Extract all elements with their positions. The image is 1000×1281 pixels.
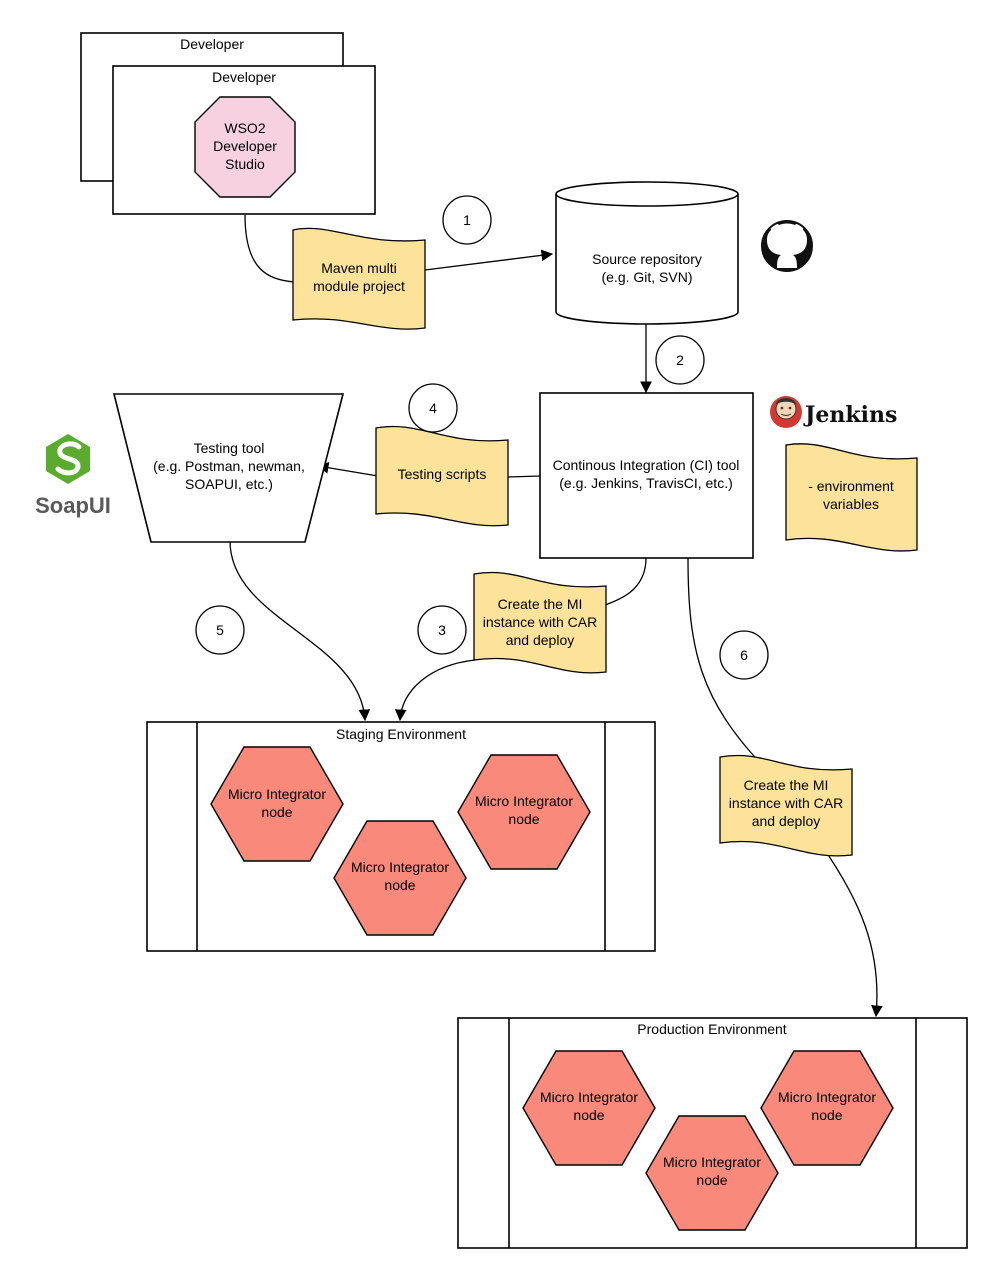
production-node-2-line-2: node: [696, 1172, 727, 1188]
create-mi-prod-line-3: and deploy: [752, 813, 821, 829]
step-6: 6: [719, 630, 769, 680]
production-node-3: Micro Integrator node: [760, 1050, 894, 1166]
step-2-label: 2: [676, 352, 684, 368]
step-5: 5: [195, 605, 245, 655]
soapui-wordmark: SoapUI: [35, 493, 111, 518]
staging-node-2-line-1: Micro Integrator: [351, 859, 449, 875]
soapui-logo: SoapUI: [35, 434, 111, 518]
create-mi-prod-line-2: instance with CAR: [729, 795, 843, 811]
create-mi-production-note: Create the MI instance with CAR and depl…: [719, 754, 853, 857]
studio-line-3: Studio: [225, 156, 265, 172]
staging-node-3-line-1: Micro Integrator: [475, 793, 573, 809]
create-mi-staging-note: Create the MI instance with CAR and depl…: [473, 571, 607, 674]
production-node-2-line-1: Micro Integrator: [663, 1154, 761, 1170]
ci-line-1: Continous Integration (CI) tool: [553, 457, 740, 473]
connector-testing-staging: [229, 540, 371, 722]
env-variables-note: - environment variables: [785, 443, 918, 552]
production-node-3-line-1: Micro Integrator: [778, 1089, 876, 1105]
maven-project-note: Maven multi module project: [292, 227, 426, 330]
staging-environment: Staging Environment Micro Integrator nod…: [146, 721, 656, 952]
production-node-1: Micro Integrator node: [522, 1050, 656, 1166]
production-node-3-line-2: node: [811, 1107, 842, 1123]
testing-line-2: (e.g. Postman, newman,: [153, 458, 305, 474]
studio-line-2: Developer: [213, 138, 277, 154]
testing-scripts-note: Testing scripts: [375, 425, 509, 527]
connector-create-mi-prod-production: [819, 842, 883, 1018]
step-4-label: 4: [429, 400, 437, 416]
production-environment: Production Environment Micro Integrator …: [457, 1017, 968, 1249]
staging-node-1: Micro Integrator node: [210, 746, 344, 862]
staging-node-1-line-2: node: [261, 804, 292, 820]
jenkins-logo: Jenkins: [770, 396, 897, 428]
connector-create-mi-staging: [394, 659, 476, 722]
staging-node-2: Micro Integrator node: [333, 820, 467, 936]
step-1-label: 1: [463, 212, 471, 228]
maven-line-2: module project: [313, 278, 405, 294]
connector-scripts-testing: [316, 461, 379, 477]
step-4: 4: [408, 383, 458, 433]
ci-line-2: (e.g. Jenkins, TravisCI, etc.): [559, 475, 733, 491]
step-3-label: 3: [438, 622, 446, 638]
create-mi-prod-line-1: Create the MI: [744, 777, 829, 793]
ci-tool-box: Continous Integration (CI) tool (e.g. Je…: [539, 392, 754, 559]
maven-line-1: Maven multi: [321, 260, 396, 276]
connector-ci-create-mi: [601, 557, 647, 607]
step-6-label: 6: [740, 647, 748, 663]
jenkins-wordmark: Jenkins: [803, 402, 897, 428]
env-line-2: variables: [823, 496, 879, 512]
staging-node-2-line-2: node: [384, 877, 415, 893]
studio-line-1: WSO2: [224, 120, 265, 136]
staging-node-3-line-2: node: [508, 811, 539, 827]
testing-scripts-label: Testing scripts: [398, 466, 487, 482]
testing-line-3: SOAPUI, etc.): [185, 476, 273, 492]
step-5-label: 5: [216, 622, 224, 638]
production-node-2: Micro Integrator node: [645, 1115, 779, 1231]
step-2: 2: [655, 335, 705, 385]
production-node-1-line-1: Micro Integrator: [540, 1089, 638, 1105]
source-repository: Source repository (e.g. Git, SVN): [555, 181, 739, 325]
wso2-developer-studio: WSO2 Developer Studio: [194, 96, 296, 198]
connector-ci-scripts: [507, 475, 541, 478]
connector-ci-create-mi-prod: [687, 557, 766, 769]
connector-developer-maven: [244, 214, 296, 283]
staging-node-1-line-1: Micro Integrator: [228, 786, 326, 802]
repo-line-2: (e.g. Git, SVN): [601, 269, 692, 285]
step-1: 1: [442, 195, 492, 245]
create-mi-staging-line-2: instance with CAR: [483, 614, 597, 630]
staging-title: Staging Environment: [336, 726, 466, 742]
production-title: Production Environment: [637, 1021, 787, 1037]
github-icon: [761, 220, 813, 272]
create-mi-staging-line-1: Create the MI: [498, 596, 583, 612]
developer-back-label: Developer: [180, 36, 244, 52]
testing-tool: Testing tool (e.g. Postman, newman, SOAP…: [112, 393, 345, 543]
env-line-1: - environment: [808, 478, 894, 494]
staging-node-3: Micro Integrator node: [457, 754, 591, 870]
developer-front-label: Developer: [212, 69, 276, 85]
repo-line-1: Source repository: [592, 251, 702, 267]
testing-line-1: Testing tool: [194, 440, 265, 456]
step-3: 3: [417, 605, 467, 655]
production-node-1-line-2: node: [573, 1107, 604, 1123]
connector-maven-repo: [424, 249, 554, 271]
create-mi-staging-line-3: and deploy: [506, 632, 575, 648]
